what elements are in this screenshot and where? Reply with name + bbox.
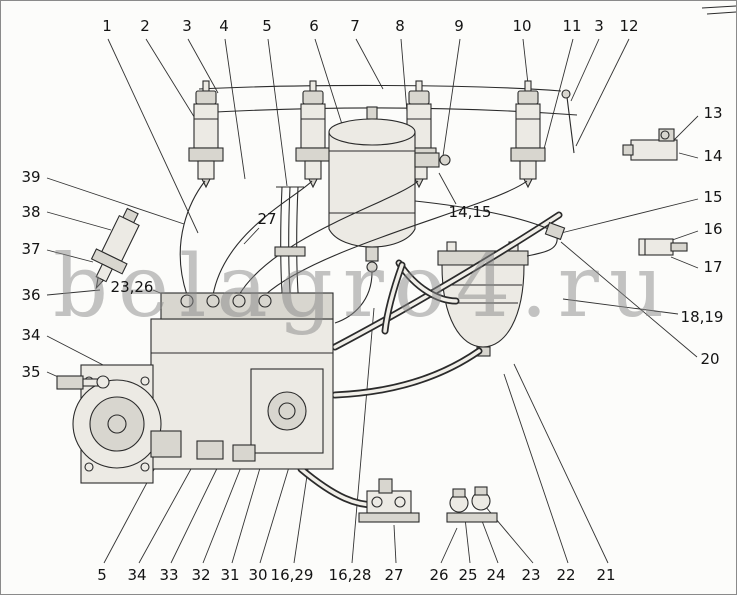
fitting-27 <box>358 478 420 523</box>
callout-32: 32 <box>191 566 211 584</box>
fuel-pipes <box>297 200 566 509</box>
callout-12: 12 <box>619 17 639 35</box>
callout-17: 17 <box>703 258 723 276</box>
callout-13: 13 <box>703 104 723 122</box>
callout-42: 22 <box>556 566 576 584</box>
callout-4: 5 <box>262 17 272 35</box>
callout-43: 21 <box>596 566 616 584</box>
callout-3: 4 <box>219 17 229 35</box>
callout-27: 23,26 <box>110 278 154 296</box>
injector-2 <box>295 80 331 189</box>
callout-29: 5 <box>97 566 107 584</box>
callout-1: 2 <box>140 17 150 35</box>
callout-36: 16,28 <box>328 566 372 584</box>
callout-22: 37 <box>21 240 41 258</box>
spare-injector <box>90 207 140 290</box>
fitting-16-17 <box>638 238 688 256</box>
callout-31: 33 <box>159 566 179 584</box>
callout-8: 9 <box>454 17 464 35</box>
callout-28: 14,15 <box>448 203 492 221</box>
callout-23: 36 <box>21 286 41 304</box>
callout-6: 7 <box>350 17 360 35</box>
injector-1 <box>188 80 224 189</box>
corner-marks <box>701 5 736 15</box>
callout-19: 20 <box>700 350 720 368</box>
callout-34: 30 <box>248 566 268 584</box>
callout-15: 15 <box>703 188 723 206</box>
callout-38: 26 <box>429 566 449 584</box>
fuel-filter-fine <box>437 241 529 357</box>
callout-14: 14 <box>703 147 723 165</box>
callout-26: 27 <box>257 210 277 228</box>
injector-4 <box>510 80 546 189</box>
fitting-35 <box>56 375 110 390</box>
callout-24: 34 <box>21 326 41 344</box>
callout-2: 3 <box>182 17 192 35</box>
injection-pump <box>72 292 334 484</box>
callout-41: 23 <box>521 566 541 584</box>
callout-7: 8 <box>395 17 405 35</box>
fuel-filter-center <box>328 106 451 273</box>
callout-21: 38 <box>21 203 41 221</box>
callout-11: 3 <box>594 17 604 35</box>
callout-9: 10 <box>512 17 532 35</box>
callout-0: 1 <box>102 17 112 35</box>
fittings-23-26 <box>446 486 498 523</box>
callout-10: 11 <box>562 17 582 35</box>
callout-40: 24 <box>486 566 506 584</box>
callout-20: 39 <box>21 168 41 186</box>
callout-33: 31 <box>220 566 240 584</box>
callout-39: 25 <box>458 566 478 584</box>
callout-35: 16,29 <box>270 566 314 584</box>
callout-30: 34 <box>127 566 147 584</box>
callout-5: 6 <box>309 17 319 35</box>
callout-16: 16 <box>703 220 723 238</box>
callout-25: 35 <box>21 363 41 381</box>
fitting-13-14 <box>622 128 678 161</box>
callout-18: 18,19 <box>680 308 724 326</box>
callout-37: 27 <box>384 566 404 584</box>
